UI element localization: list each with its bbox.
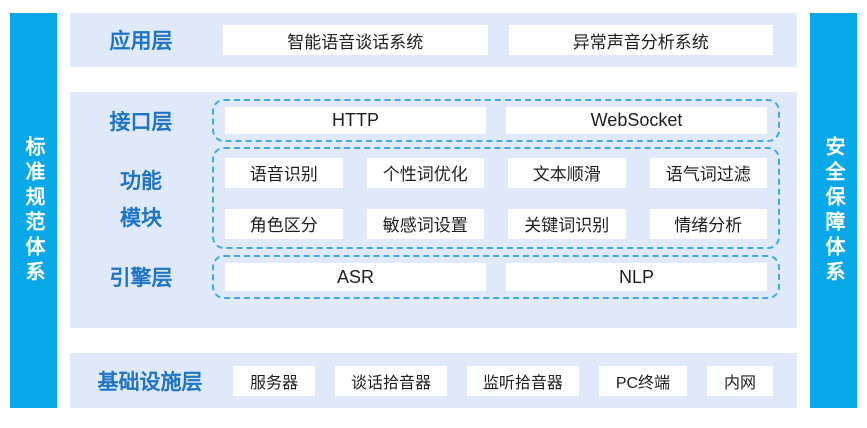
box-voice-conversation-system: 智能语音谈话系统 (223, 25, 488, 55)
infrastructure-layer-panel: 基础设施层 服务器 谈话拾音器 监听拾音器 PC终端 内网 (70, 353, 797, 408)
function-module-label: 功能 模块 (70, 147, 212, 249)
infrastructure-layer-label: 基础设施层 (97, 370, 203, 394)
box-monitoring-microphone: 监听拾音器 (466, 365, 579, 396)
box-emotion-analysis: 情绪分析 (649, 208, 767, 239)
middle-layers-panel: 接口层 HTTP WebSocket 功能 模块 语音识别 个性词优化 文本顺滑 (70, 92, 797, 328)
box-intranet: 内网 (706, 365, 773, 396)
box-http: HTTP (225, 107, 486, 134)
application-layer-label: 应用层 (109, 30, 173, 53)
box-server: 服务器 (233, 365, 316, 396)
box-nlp: NLP (506, 263, 767, 291)
box-personalized-word-optimization: 个性词优化 (366, 157, 484, 188)
security-assurance-system-label: 安全保障体系 (822, 135, 844, 286)
function-module-row-2: 角色区分 敏感词设置 关键词识别 情绪分析 (225, 208, 767, 239)
function-module-row: 功能 模块 语音识别 个性词优化 文本顺滑 语气词过滤 角色区分 敏感词设置 关… (70, 147, 780, 249)
application-layer-panel: 应用层 智能语音谈话系统 异常声音分析系统 (70, 13, 797, 67)
security-assurance-system-bar: 安全保障体系 (810, 13, 857, 408)
box-abnormal-sound-analysis-system: 异常声音分析系统 (508, 25, 773, 55)
engine-layer-label: 引擎层 (109, 267, 173, 290)
interface-layer-group: HTTP WebSocket (212, 99, 780, 142)
engine-layer-group: ASR NLP (212, 255, 780, 299)
engine-layer-row: 引擎层 ASR NLP (70, 255, 780, 299)
box-text-smoothing: 文本顺滑 (508, 157, 626, 188)
function-module-row-1: 语音识别 个性词优化 文本顺滑 语气词过滤 (225, 157, 767, 188)
interface-layer-label: 接口层 (109, 110, 173, 134)
infrastructure-layer-content: 服务器 谈话拾音器 监听拾音器 PC终端 内网 (230, 365, 797, 396)
standard-spec-system-label: 标准规范体系 (22, 135, 44, 286)
box-speech-recognition: 语音识别 (225, 157, 343, 188)
box-websocket: WebSocket (506, 107, 767, 134)
box-filler-word-filtering: 语气词过滤 (649, 157, 767, 188)
interface-layer-row: 接口层 HTTP WebSocket (70, 99, 780, 142)
box-asr: ASR (225, 263, 486, 291)
standard-spec-system-bar: 标准规范体系 (10, 13, 57, 408)
function-module-group: 语音识别 个性词优化 文本顺滑 语气词过滤 角色区分 敏感词设置 关键词识别 情… (212, 147, 780, 249)
box-conversation-microphone: 谈话拾音器 (334, 365, 447, 396)
box-role-separation: 角色区分 (225, 208, 343, 239)
box-pc-terminal: PC终端 (598, 365, 688, 396)
box-sensitive-word-setting: 敏感词设置 (366, 208, 484, 239)
main-column: 应用层 智能语音谈话系统 异常声音分析系统 接口层 HTTP WebSocket… (70, 13, 797, 408)
function-module-label-line2: 模块 (120, 206, 162, 230)
function-module-label-line1: 功能 (120, 169, 162, 193)
application-layer-content: 智能语音谈话系统 异常声音分析系统 (212, 25, 797, 55)
box-keyword-recognition: 关键词识别 (508, 208, 626, 239)
